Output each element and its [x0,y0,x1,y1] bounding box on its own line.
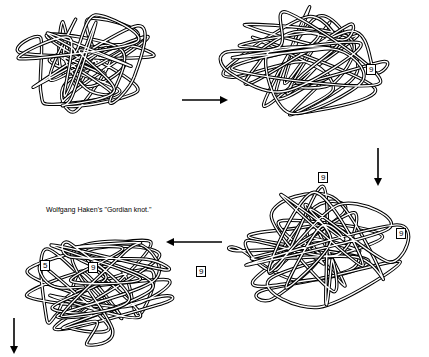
figure-caption: Wolfgang Haken's "Gordian knot." [46,206,151,214]
knot-strand-core [18,15,139,106]
step-arrow [168,241,222,243]
knot-strand-core [220,12,380,114]
box-number: 9 [399,229,403,238]
label-box: 5 [40,260,50,271]
knot-strand [246,192,409,288]
knot-strand [220,12,380,114]
knot-drawings [17,7,408,345]
box-number: 9 [369,65,373,74]
label-box: 9 [318,172,328,183]
box-number: 9 [199,267,203,276]
step-arrow [13,318,15,352]
label-box: 9 [366,64,376,75]
label-box: 9 [88,262,98,273]
step-arrow [377,148,379,184]
label-box: 9 [396,228,406,239]
step-arrow [182,99,226,101]
knot-strand-core [51,242,169,317]
box-number: 5 [43,261,47,270]
label-box: 9 [196,266,206,277]
box-number: 9 [91,263,95,272]
knot-strand [18,15,139,106]
knot-strand-core [246,192,409,288]
knot-strand [51,242,169,317]
box-number: 9 [321,173,325,182]
